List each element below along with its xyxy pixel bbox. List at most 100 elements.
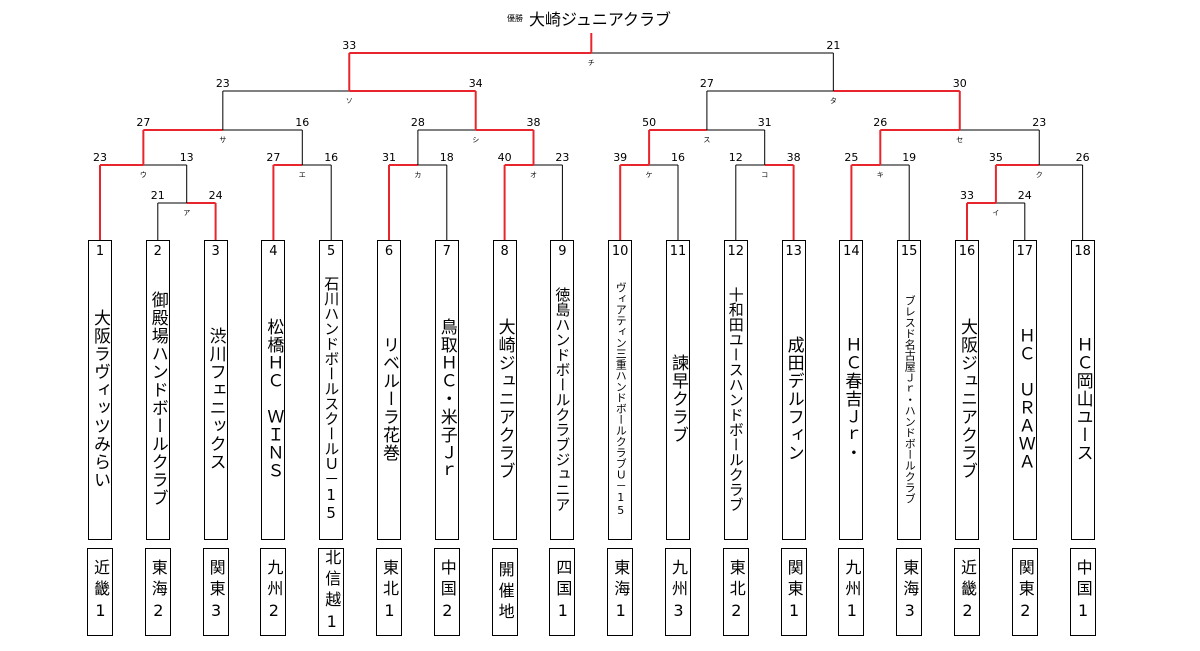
team-box: 2 御殿場ハンドボールクラブ: [145, 240, 170, 540]
region-box: 東海3: [896, 548, 923, 636]
match-id-label: ア: [183, 209, 190, 217]
team-seed: 7: [442, 244, 451, 259]
team-name-wrap: 御殿場ハンドボールクラブ: [147, 263, 169, 535]
team-name-wrap: リベルーラ花巻: [378, 263, 400, 535]
match-id-label: チ: [588, 59, 595, 67]
region-box: 中国1: [1069, 548, 1096, 636]
team-seed: 1: [95, 244, 105, 259]
region-box: 関東2: [1011, 548, 1038, 636]
score-label: 27: [700, 77, 714, 90]
region-label: 北信越1: [322, 548, 342, 636]
score-label: 28: [411, 116, 425, 129]
region-label: 近畿2: [958, 559, 977, 625]
region-label: 関東3: [206, 559, 226, 625]
score-label: 19: [902, 151, 916, 164]
team-seed: 2: [153, 244, 162, 259]
team-name-wrap: 成田デルフィン: [783, 263, 805, 535]
champion-name: 大崎ジュニアクラブ: [528, 10, 672, 29]
score-label: 27: [266, 151, 280, 164]
match-id-label: ク: [1036, 171, 1043, 179]
region-label: 関東2: [1015, 559, 1035, 625]
team-seed: 15: [900, 244, 918, 259]
team-name-wrap: 大崎ジュニアクラブ: [494, 263, 516, 535]
region-box: 中国2: [433, 548, 460, 636]
region-label: 東海2: [148, 559, 168, 625]
region-box: 関東1: [780, 548, 807, 636]
score-label: 25: [844, 151, 858, 164]
score-label: 50: [642, 116, 656, 129]
team-name-wrap: 鳥取ＨＣ・米子Ｊｒ: [436, 263, 458, 535]
team-name: リベルーラ花巻: [379, 336, 399, 462]
team-name: 渋川フェニックス: [205, 327, 226, 471]
score-label: 33: [960, 189, 974, 202]
match-id-label: キ: [877, 171, 884, 179]
region-box: 九州1: [838, 548, 865, 636]
region-label: 中国1: [1073, 559, 1093, 625]
champion-label: 優勝: [506, 13, 523, 23]
team-seed: 10: [611, 244, 629, 259]
team-box: 5 石川ハンドボールスクールＵ－15: [319, 240, 344, 540]
team-box: 1 大阪ラヴィッツみらい: [88, 240, 112, 540]
match-id-label: ソ: [346, 97, 353, 105]
region-label: 東海1: [611, 559, 631, 625]
match-id-label: シ: [472, 136, 479, 144]
team-name: 大崎ジュニアクラブ: [494, 318, 515, 480]
match-id-label: ケ: [646, 171, 653, 179]
team-name: 成田デルフィン: [783, 336, 804, 462]
team-name-wrap: ＨＣ ＵＲＡＷＡ: [1014, 263, 1036, 535]
team-name-wrap: 十和田ユースハンドボールクラブ: [725, 263, 747, 535]
score-label: 16: [324, 151, 338, 164]
team-box: 7 鳥取ＨＣ・米子Ｊｒ: [434, 240, 459, 540]
match-id-label: セ: [956, 136, 963, 144]
region-label: 東海3: [900, 559, 920, 625]
region-label: 近畿1: [91, 559, 110, 625]
team-name: 松橋ＨＣ ＷＩＮＳ: [263, 318, 284, 480]
region-box: 東北2: [722, 548, 749, 636]
region-label: 開催地: [495, 560, 515, 624]
team-seed: 9: [558, 244, 567, 259]
team-name: 諫早クラブ: [668, 354, 688, 444]
score-label: 18: [440, 151, 454, 164]
team-name-wrap: 徳島ハンドボールクラブジュニア: [551, 263, 573, 535]
score-label: 26: [873, 116, 887, 129]
score-label: 24: [1018, 189, 1032, 202]
team-name-wrap: 大阪ラヴィッツみらい: [89, 263, 111, 535]
team-name-wrap: ＨＣ春吉Ｊｒ・: [840, 263, 862, 535]
score-label: 16: [671, 151, 685, 164]
score-label: 31: [382, 151, 396, 164]
score-label: 21: [151, 189, 165, 202]
score-label: 33: [342, 39, 356, 52]
match-id-label: コ: [761, 171, 768, 179]
team-name: ブレスド名古屋Ｊｒ・ハンドボールクラブ: [903, 294, 917, 504]
match-id-label: イ: [992, 209, 999, 217]
region-label: 九州1: [842, 559, 862, 625]
team-name: 鳥取ＨＣ・米子Ｊｒ: [436, 318, 457, 480]
team-name: 石川ハンドボールスクールＵ－15: [322, 276, 341, 522]
score-label: 13: [180, 151, 194, 164]
region-box: 東海2: [144, 548, 171, 636]
team-name: ＨＣ ＵＲＡＷＡ: [1014, 327, 1035, 471]
team-name: ヴィアティン三重ハンドボールクラブＵ－15: [614, 281, 628, 517]
team-name-wrap: 渋川フェニックス: [205, 263, 227, 535]
region-label: 東北2: [726, 559, 746, 625]
champion-header: 優勝大崎ジュニアクラブ: [0, 6, 1178, 30]
region-box: 開催地: [491, 548, 518, 636]
score-label: 23: [555, 151, 569, 164]
score-label: 24: [209, 189, 223, 202]
team-seed: 3: [211, 244, 220, 259]
team-seed: 5: [327, 244, 336, 259]
team-box: 3 渋川フェニックス: [203, 240, 228, 540]
score-label: 39: [613, 151, 627, 164]
match-id-label: オ: [530, 171, 537, 179]
team-box: 15 ブレスド名古屋Ｊｒ・ハンドボールクラブ: [897, 240, 922, 540]
team-name: ＨＣ岡山ユース: [1072, 336, 1093, 462]
team-seed: 4: [269, 244, 278, 259]
match-id-label: タ: [830, 96, 837, 105]
team-name: 御殿場ハンドボールクラブ: [147, 291, 168, 507]
